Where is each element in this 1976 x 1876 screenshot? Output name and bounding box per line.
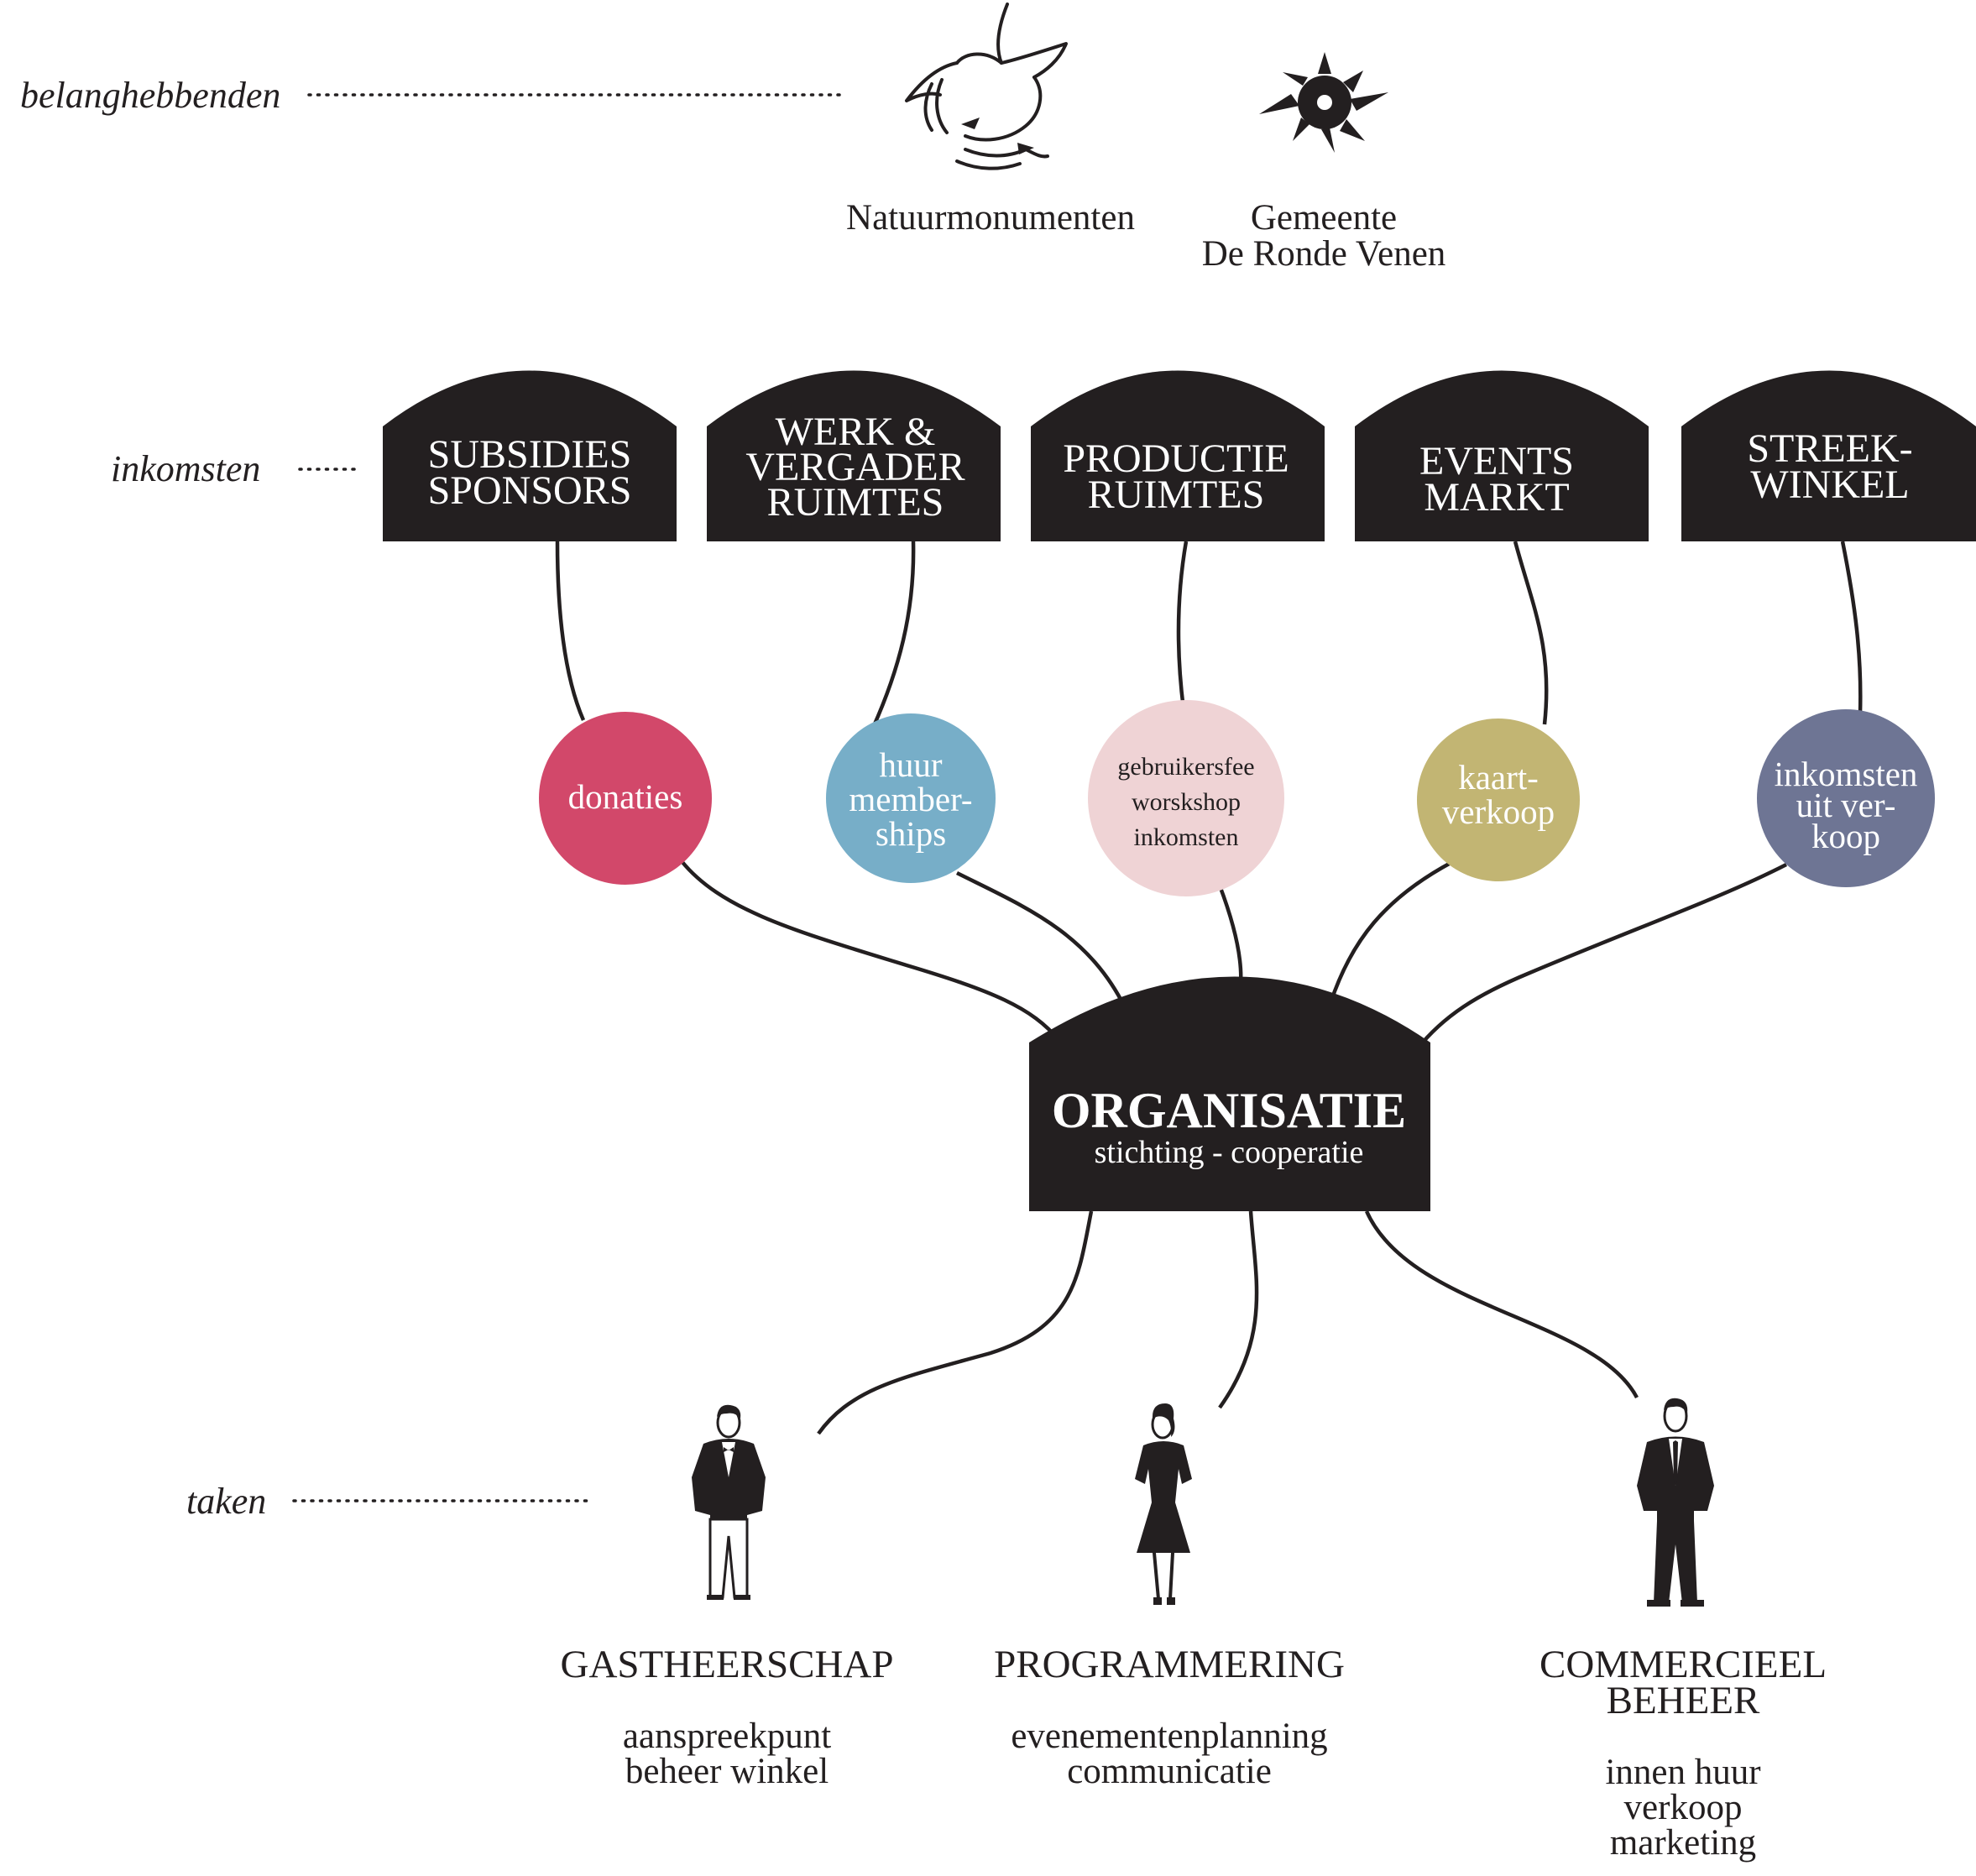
income-type-bubble [1088, 700, 1284, 896]
income-source-label-line: VERGADER [745, 445, 964, 489]
connector-subsidies-donaties [555, 541, 586, 721]
income-source-label-line: RUIMTES [1088, 473, 1265, 517]
income-source-events: EVENTS MARKT [1355, 370, 1649, 541]
income-type-donaties: donaties [539, 712, 712, 885]
income-source-label-line: STREEK- [1747, 426, 1912, 471]
income-type-label-line: donaties [568, 777, 683, 816]
income-type-label-line: member- [849, 780, 972, 818]
income-type-label-line: worskshop [1132, 788, 1241, 816]
connector-org-gastheerschap [817, 1210, 1094, 1435]
task-title-line: COMMERCIEEL [1540, 1643, 1827, 1686]
organization-box: ORGANISATIE stichting - cooperatie [1029, 976, 1430, 1211]
income-type-label-line: gebruikersfee [1117, 753, 1254, 781]
task-description-line: communicatie [1067, 1752, 1272, 1791]
income-type-label-line: huur [879, 745, 943, 784]
commercial-manager-person-icon [1637, 1398, 1714, 1607]
task-description-line: marketing [1610, 1823, 1756, 1863]
connector-productie-gebruikersfee [1176, 541, 1189, 710]
income-source-label-line: WERK & [776, 410, 936, 454]
income-type-label-line: uit ver- [1796, 786, 1896, 824]
income-type-bubble [1417, 719, 1580, 881]
income-type-gebruikersfee: gebruikersfee worskshop inkomsten [1088, 700, 1284, 896]
connector-gebruikersfee-org [1217, 885, 1243, 985]
gemeente-de-ronde-venen-logo-icon [1259, 52, 1388, 153]
income-source-subsidies: SUBSIDIES SPONSORS [383, 370, 677, 541]
stakeholder-natuurmonumenten-label: Natuurmonumenten [846, 198, 1135, 238]
income-source-label-line: PRODUCTIE [1063, 436, 1289, 481]
task-title-line: BEHEER [1607, 1679, 1760, 1722]
connector-org-programmering [1218, 1210, 1259, 1409]
connector-donaties-org [680, 860, 1061, 1043]
connectors [555, 541, 1863, 1435]
connector-org-commercieel [1364, 1210, 1639, 1399]
income-source-productie: PRODUCTIE RUIMTES [1031, 370, 1325, 541]
income-type-label-line: verkoop [1442, 792, 1555, 831]
income-type-bubble [826, 713, 996, 883]
income-type-label-line: ships [876, 814, 946, 853]
income-type-kaartverkoop: kaart- verkoop [1417, 719, 1580, 881]
income-source-label-line: EVENTS [1419, 439, 1574, 483]
task-description-line: verkoop [1624, 1788, 1743, 1827]
income-source-label-line: MARKT [1424, 475, 1569, 520]
income-type-label-line: inkomsten [1134, 823, 1239, 851]
income-source-label-line: SUBSIDIES [428, 432, 632, 477]
connector-kaart-org [1328, 860, 1454, 1004]
income-source-werk-vergader: WERK & VERGADER RUIMTES [707, 370, 1001, 541]
connector-huur-org [955, 870, 1127, 1009]
task-description-line: evenementenplanning [1011, 1717, 1327, 1756]
connector-events-kaart [1513, 541, 1549, 725]
connector-streek-inkomsten [1840, 541, 1863, 714]
income-source-streekwinkel: STREEK- WINKEL [1681, 370, 1976, 541]
row-label-tasks: taken [186, 1481, 266, 1522]
income-type-inkomsten-verkoop: inkomsten uit ver- koop [1757, 709, 1935, 887]
host-person-icon [692, 1404, 766, 1600]
income-type-label-line: koop [1811, 817, 1880, 855]
row-label-stakeholders: belanghebbenden [20, 75, 280, 116]
task-title-line: GASTHEERSCHAP [561, 1643, 894, 1686]
organization-title: ORGANISATIE [1052, 1083, 1406, 1138]
connector-werk-huur [870, 541, 916, 729]
income-source-label-line: WINKEL [1750, 462, 1909, 507]
income-type-label-line: kaart- [1458, 758, 1539, 797]
stakeholder-gemeente-label-line2: De Ronde Venen [1202, 234, 1446, 274]
programmer-person-icon [1135, 1403, 1192, 1605]
task-description-line: innen huur [1605, 1753, 1760, 1792]
income-type-label-line: inkomsten [1775, 755, 1918, 793]
connector-inkomsten-org [1415, 862, 1788, 1051]
task-description-line: aanspreekpunt [623, 1717, 831, 1756]
income-type-bubble [539, 712, 712, 885]
income-type-bubble [1757, 709, 1935, 887]
income-source-label-line: SPONSORS [428, 468, 632, 513]
organization-subtitle: stichting - cooperatie [1095, 1135, 1364, 1170]
row-label-income: inkomsten [111, 448, 260, 489]
task-title-line: PROGRAMMERING [994, 1643, 1345, 1686]
natuurmonumenten-logo-icon [905, 3, 1068, 170]
task-description-line: beheer winkel [625, 1752, 829, 1791]
stakeholder-gemeente-label-line1: Gemeente [1251, 198, 1397, 238]
income-source-label-line: RUIMTES [767, 480, 944, 525]
income-type-huur-memberships: huur member- ships [826, 713, 996, 883]
